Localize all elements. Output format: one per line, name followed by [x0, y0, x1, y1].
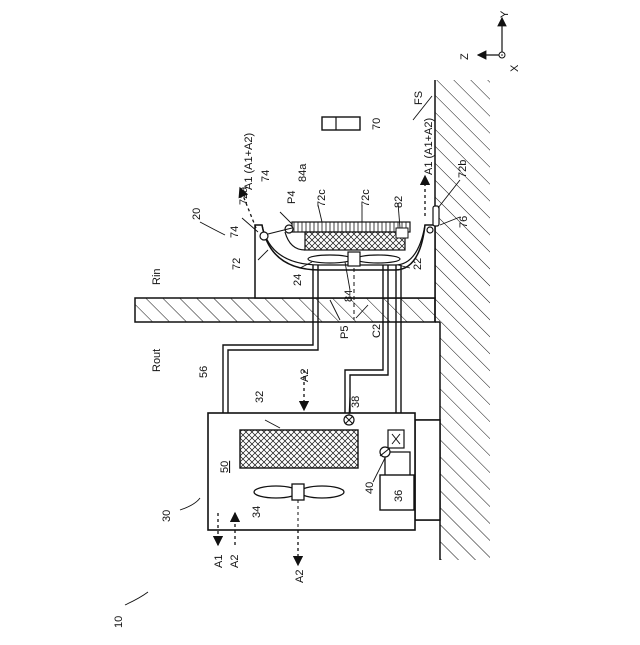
indoor-fan	[308, 252, 400, 266]
label-38: 38	[350, 396, 362, 408]
axis-x-label: X	[509, 64, 521, 72]
vane-76	[433, 206, 439, 226]
label-rout: Rout	[151, 349, 163, 372]
arrow-label-a2-mid: A2	[299, 369, 311, 382]
axis-z-label: Z	[459, 53, 471, 60]
label-24: 24	[292, 274, 304, 286]
label-10: 10	[113, 616, 125, 628]
label-70: 70	[371, 118, 383, 130]
label-rin: Rin	[151, 268, 163, 285]
label-22: 22	[412, 258, 424, 270]
label-72: 72	[231, 258, 243, 270]
label-56: 56	[198, 366, 210, 378]
remote-controller	[322, 117, 360, 130]
label-76: 76	[458, 216, 470, 228]
panel-72c	[292, 222, 410, 232]
label-72c-2: 72c	[360, 189, 372, 207]
indoor-heat-exchanger	[305, 232, 405, 250]
label-82: 82	[393, 196, 405, 208]
label-20: 20	[191, 208, 203, 220]
reference-labels: 10 20 30 32 34 36 40 38 56 50 70 72 72a …	[113, 91, 470, 628]
label-30: 30	[161, 510, 173, 522]
label-72b: 72b	[457, 160, 469, 178]
arrow-label-a1-left: A1	[213, 555, 225, 568]
valve-38	[344, 415, 354, 425]
outdoor-unit	[208, 413, 415, 565]
floor-hatch	[435, 80, 490, 560]
label-74-a: 74	[229, 226, 241, 238]
arrow-label-a1-top-left: A1 (A1+A2)	[243, 133, 255, 190]
axis-y-label: Y	[499, 10, 511, 18]
label-fs: FS	[413, 91, 425, 105]
label-74-b: 74	[260, 170, 272, 182]
label-34: 34	[251, 506, 263, 518]
wall-slab	[135, 298, 435, 322]
label-36: 36	[393, 490, 405, 502]
label-p5: P5	[339, 326, 351, 339]
label-p4: P4	[286, 191, 298, 204]
label-40: 40	[364, 482, 376, 494]
arrow-label-a2-left: A2	[229, 555, 241, 568]
vane-74-a	[260, 232, 268, 240]
label-c2: C2	[371, 324, 383, 338]
label-50: 50	[219, 461, 231, 473]
label-32: 32	[254, 391, 266, 403]
label-84a: 84a	[297, 163, 309, 182]
label-84: 84	[343, 290, 355, 302]
arrow-label-a1-top-right: A1 (A1+A2)	[423, 118, 435, 175]
label-72c-1: 72c	[316, 189, 328, 207]
axis-indicator: Y Z X	[459, 10, 521, 72]
arrow-label-a2-bottom: A2	[294, 570, 306, 583]
base-block	[415, 420, 440, 520]
outdoor-heat-exchanger	[240, 430, 358, 468]
